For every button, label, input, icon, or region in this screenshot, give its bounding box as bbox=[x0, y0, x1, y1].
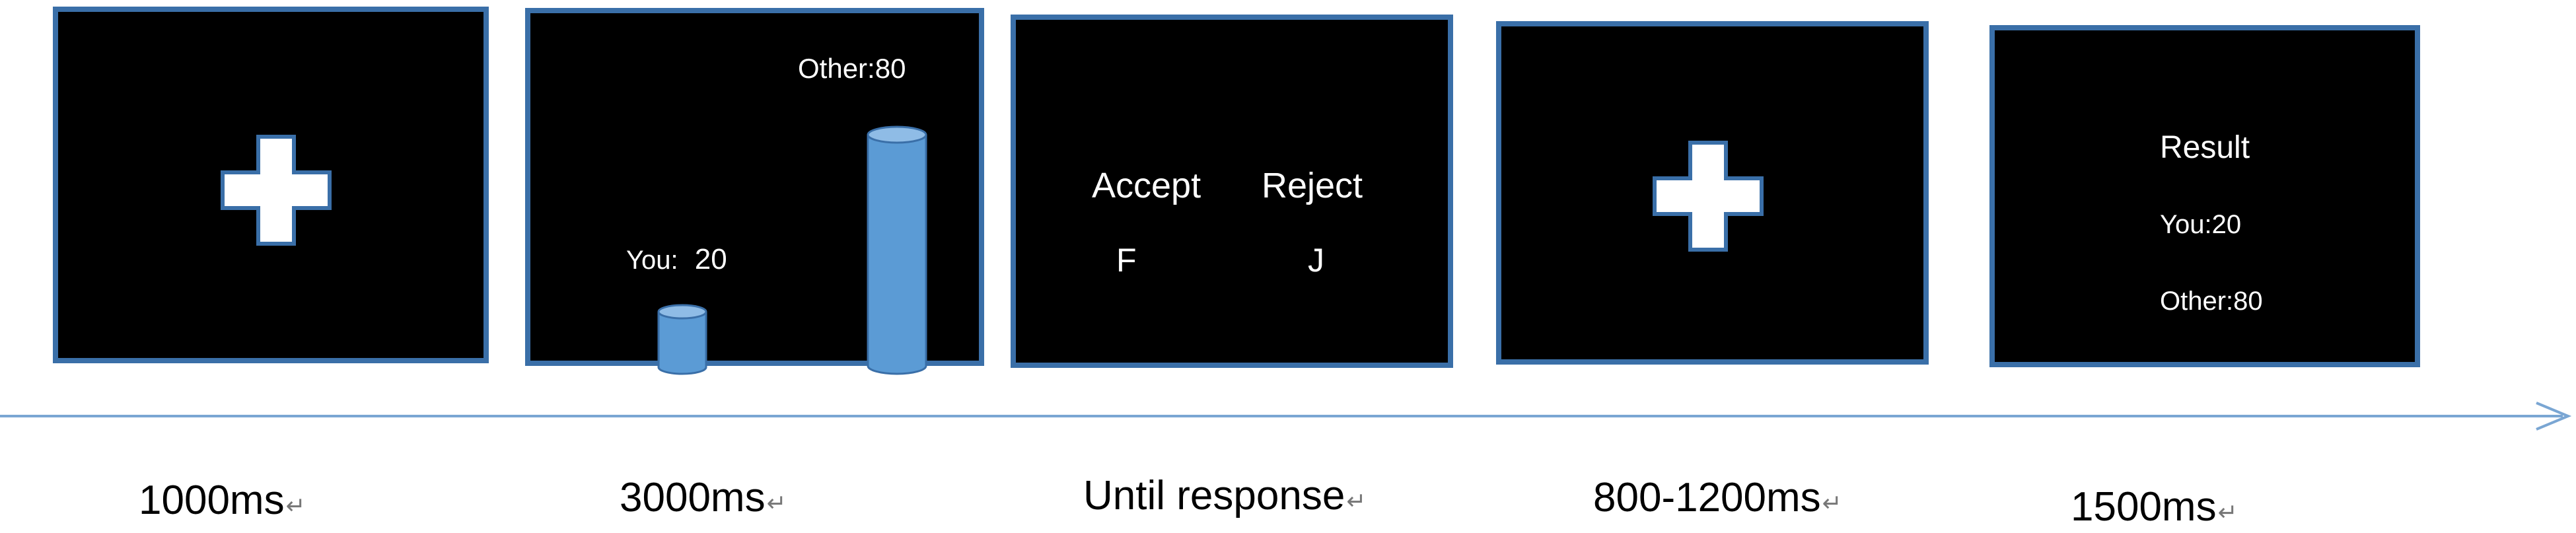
other-offer-bar bbox=[864, 124, 930, 378]
return-icon: ↵ bbox=[285, 492, 306, 519]
fixation-cross-icon bbox=[220, 134, 332, 246]
duration-text-1: 1000ms bbox=[139, 478, 285, 523]
duration-label-1: 1000ms↵ bbox=[139, 477, 306, 524]
fixation-screen-1 bbox=[53, 7, 489, 363]
decision-screen: Accept Reject F J bbox=[1011, 15, 1453, 368]
return-icon: ↵ bbox=[2217, 499, 2238, 526]
duration-label-3: Until response↵ bbox=[1083, 472, 1366, 519]
duration-text-5: 1500ms bbox=[2071, 484, 2217, 530]
fixation-screen-2 bbox=[1496, 21, 1929, 365]
duration-text-2: 3000ms bbox=[620, 475, 766, 520]
fixation-cross-icon bbox=[1652, 140, 1764, 252]
offer-screen: Other:80 You: 20 bbox=[525, 8, 984, 375]
reject-key-label: J bbox=[1308, 242, 1324, 279]
you-offer-prefix: You: bbox=[626, 246, 678, 275]
you-offer-value: 20 bbox=[694, 243, 727, 275]
you-offer-bar bbox=[656, 304, 709, 376]
accept-key-label: F bbox=[1116, 242, 1137, 279]
return-icon: ↵ bbox=[1346, 487, 1367, 515]
accept-option-label: Accept bbox=[1092, 166, 1201, 205]
you-offer-label: You: 20 bbox=[626, 243, 727, 276]
duration-label-5: 1500ms↵ bbox=[2071, 483, 2238, 530]
duration-label-4: 800-1200ms↵ bbox=[1593, 474, 1842, 521]
timeline-arrow bbox=[0, 402, 2572, 431]
duration-text-3: Until response bbox=[1083, 473, 1345, 518]
duration-label-2: 3000ms↵ bbox=[620, 474, 787, 521]
other-offer-label: Other:80 bbox=[798, 53, 906, 84]
return-icon: ↵ bbox=[766, 489, 787, 516]
result-title: Result bbox=[2160, 130, 2250, 165]
reject-option-label: Reject bbox=[1262, 166, 1363, 205]
other-result-label: Other:80 bbox=[2160, 287, 2263, 316]
duration-text-4: 800-1200ms bbox=[1593, 475, 1821, 520]
result-screen: Result You:20 Other:80 bbox=[1989, 25, 2420, 367]
return-icon: ↵ bbox=[1822, 489, 1842, 516]
you-result-label: You:20 bbox=[2160, 210, 2242, 239]
